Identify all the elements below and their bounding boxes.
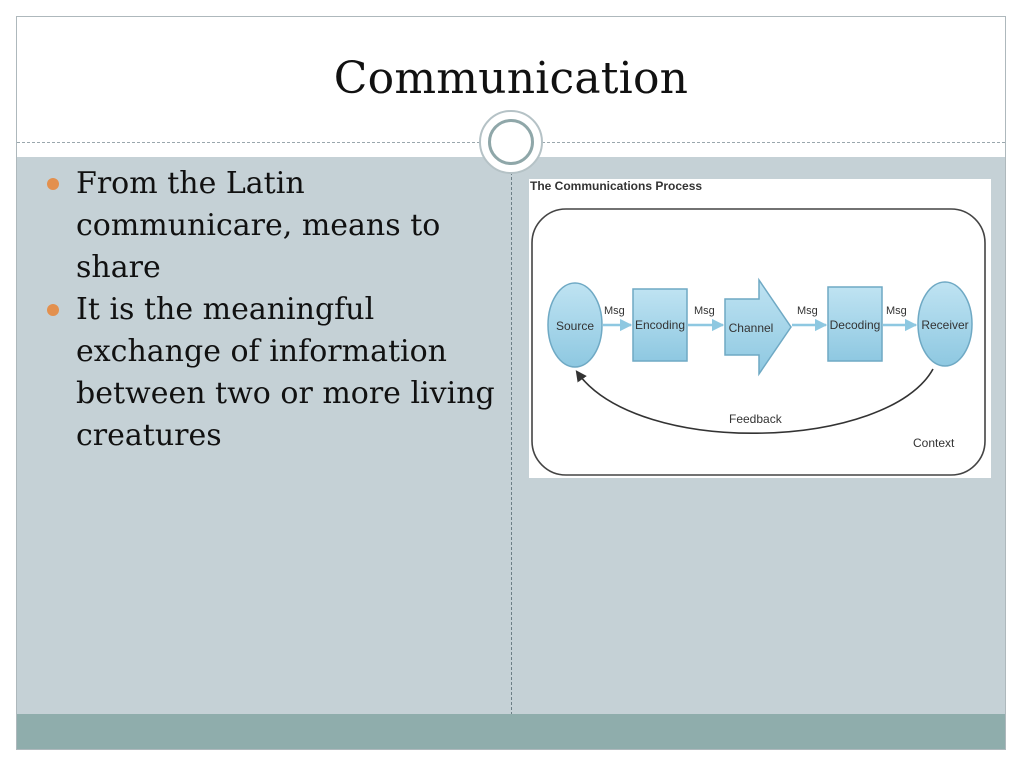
channel-node [724, 277, 792, 377]
channel-label: Channel [729, 321, 774, 335]
bullet-dot-icon [47, 304, 59, 316]
feedback-arrow [575, 368, 934, 434]
slide: Communication From the Latin communicare… [16, 16, 1006, 750]
decoding-label: Decoding [830, 318, 881, 332]
msg-label-2: Msg [694, 305, 715, 317]
bullet-dot-icon [47, 178, 59, 190]
column-divider [511, 157, 512, 715]
slide-title: Communication [333, 53, 689, 104]
diagram-svg: The Communications Process Source Encodi… [530, 179, 986, 476]
source-label: Source [556, 319, 594, 333]
receiver-label: Receiver [921, 318, 968, 332]
receiver-node [917, 281, 973, 367]
source-node [547, 282, 603, 368]
context-label: Context [913, 436, 955, 450]
msg-label-1: Msg [604, 305, 625, 317]
msg-label-3: Msg [797, 305, 818, 317]
bullet-text: From the Latin communicare, means to sha… [76, 166, 441, 285]
diagram-heading: The Communications Process [530, 179, 702, 193]
context-boundary [531, 208, 986, 476]
bullet-item: It is the meaningful exchange of informa… [45, 289, 505, 457]
bullet-text: It is the meaningful exchange of informa… [76, 292, 495, 453]
msg-label-4: Msg [886, 305, 907, 317]
communication-process-diagram: The Communications Process Source Encodi… [529, 179, 991, 478]
encoding-node [632, 288, 688, 362]
encoding-label: Encoding [635, 318, 685, 332]
title-ring-ornament [479, 110, 543, 174]
footer-bar [17, 714, 1005, 749]
bullet-list: From the Latin communicare, means to sha… [45, 163, 505, 457]
bullet-item: From the Latin communicare, means to sha… [45, 163, 505, 289]
decoding-node [827, 286, 883, 362]
feedback-label: Feedback [729, 412, 783, 426]
